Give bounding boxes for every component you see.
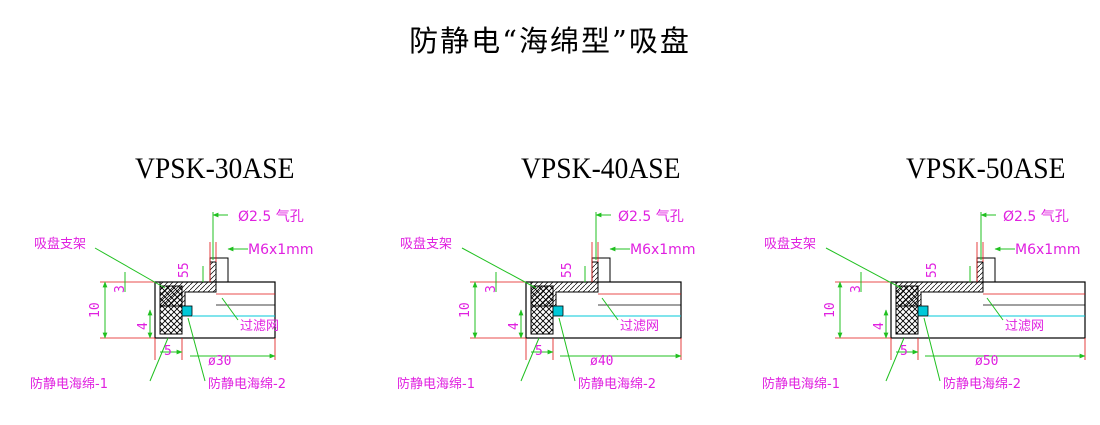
page-title: 防静电“海绵型”吸盘: [409, 24, 691, 58]
dim-5-2: 5: [535, 344, 543, 359]
foam1-label-3: 防静电海绵-1: [762, 376, 840, 392]
bracket-label-1: 吸盘支架: [34, 236, 86, 252]
filter-label-2: 过滤网: [620, 319, 659, 334]
filter: [917, 305, 929, 317]
foam2-label-3: 防静电海绵-2: [943, 376, 1021, 392]
air-hole-label-1: Ø2.5 气孔: [238, 209, 304, 225]
dim-55-3: 55: [925, 262, 940, 278]
foam2-label-1: 防静电海绵-2: [208, 376, 286, 392]
dim-4-3: 4: [872, 322, 887, 330]
model-title-3: VPSK-50ASE: [906, 152, 1066, 185]
thread-label-3: M6x1mm: [1015, 242, 1080, 258]
dim-3-2: 3: [484, 285, 499, 293]
foam1-label-1: 防静电海绵-1: [30, 376, 108, 392]
dim-5-3: 5: [900, 344, 908, 359]
filter: [181, 305, 193, 317]
air-hole-label-2: Ø2.5 气孔: [618, 209, 684, 225]
dim-diameter-2: ø40: [590, 354, 613, 369]
dim-3-3: 3: [849, 285, 864, 293]
dim-3-1: 3: [113, 285, 128, 293]
dim-55-2: 55: [560, 262, 575, 278]
foam-1: [159, 285, 183, 335]
dim-10-1: 10: [88, 302, 103, 318]
drawing-2: Ø2.5 气孔 M6x1mm 吸盘支架 过滤网 防静电海绵-1 防静电海绵-2 …: [397, 209, 695, 392]
thread-label-1: M6x1mm: [248, 242, 313, 258]
thread-label-2: M6x1mm: [630, 242, 695, 258]
filter: [552, 305, 564, 317]
dim-10-2: 10: [458, 302, 473, 318]
bracket-label-3: 吸盘支架: [764, 236, 816, 252]
dim-55-1: 55: [177, 262, 192, 278]
dim-4-1: 4: [136, 322, 151, 330]
dim-diameter-3: ø50: [975, 354, 998, 369]
filter-label-1: 过滤网: [240, 319, 279, 334]
dim-diameter-1: ø30: [208, 354, 231, 369]
drawing-1: Ø2.5 气孔 M6x1mm 吸盘支架 过滤网 防静电海绵-1 防静电海绵-2 …: [30, 209, 313, 392]
foam-1: [530, 285, 554, 335]
drawing-3: Ø2.5 气孔 M6x1mm 吸盘支架 过滤网 防静电海绵-1 防静电海绵-2 …: [762, 209, 1086, 392]
dim-10-3: 10: [823, 302, 838, 318]
foam-1: [895, 285, 919, 335]
dim-5-1: 5: [164, 344, 172, 359]
foam2-label-2: 防静电海绵-2: [578, 376, 656, 392]
model-title-1: VPSK-30ASE: [135, 152, 295, 185]
foam1-label-2: 防静电海绵-1: [397, 376, 475, 392]
air-hole-label-3: Ø2.5 气孔: [1003, 209, 1069, 225]
bracket-label-2: 吸盘支架: [400, 236, 452, 252]
dim-4-2: 4: [507, 322, 522, 330]
model-title-2: VPSK-40ASE: [521, 152, 681, 185]
filter-label-3: 过滤网: [1005, 319, 1044, 334]
